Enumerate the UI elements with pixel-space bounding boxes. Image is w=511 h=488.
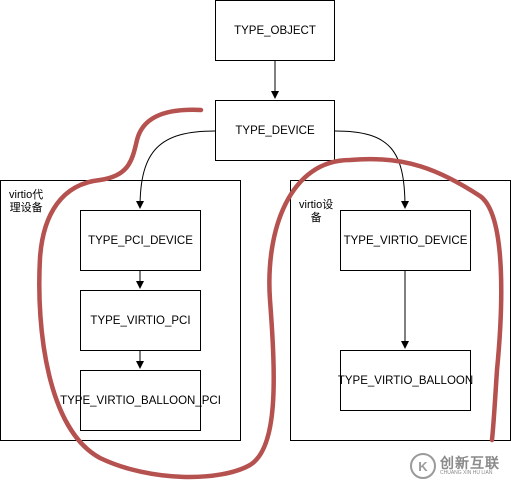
brand-watermark: K 创新互联 CHUANG XIN HU LIAN bbox=[410, 444, 511, 488]
node-type-device[interactable]: TYPE_DEVICE bbox=[215, 100, 335, 161]
virtio-device-group-label-line1: virtio设 bbox=[299, 199, 334, 211]
arrow-device-to-virtio-device bbox=[334, 130, 409, 209]
brand-name-en: CHUANG XIN HU LIAN bbox=[440, 469, 493, 476]
virtio-proxy-group-label: virtio代 理设备 bbox=[9, 189, 43, 215]
virtio-proxy-group-label-line1: virtio代 bbox=[9, 189, 44, 201]
virtio-device-group-label-line2: 备 bbox=[310, 212, 322, 224]
brand-logo-icon: K bbox=[410, 453, 436, 479]
node-type-virtio-pci[interactable]: TYPE_VIRTIO_PCI bbox=[80, 290, 201, 351]
virtio-device-group-label: virtio设 备 bbox=[299, 199, 333, 225]
node-type-virtio-balloon-pci[interactable]: TYPE_VIRTIO_BALLOON_PCI bbox=[60, 370, 221, 431]
node-type-virtio-balloon[interactable]: TYPE_VIRTIO_BALLOON bbox=[338, 350, 473, 411]
node-type-object[interactable]: TYPE_OBJECT bbox=[215, 0, 335, 61]
brand-name-cn: 创新互联 bbox=[440, 455, 500, 472]
virtio-proxy-group-label-line2: 理设备 bbox=[9, 202, 43, 214]
brand-text: 创新互联 CHUANG XIN HU LIAN bbox=[440, 456, 500, 476]
highlight-annotation-stroke bbox=[37, 107, 504, 480]
arrow-device-to-pci-device bbox=[136, 130, 216, 209]
node-type-pci-device[interactable]: TYPE_PCI_DEVICE bbox=[80, 210, 201, 271]
node-type-virtio-device[interactable]: TYPE_VIRTIO_DEVICE bbox=[340, 210, 471, 271]
brand-logo-glyph: K bbox=[418, 458, 428, 474]
